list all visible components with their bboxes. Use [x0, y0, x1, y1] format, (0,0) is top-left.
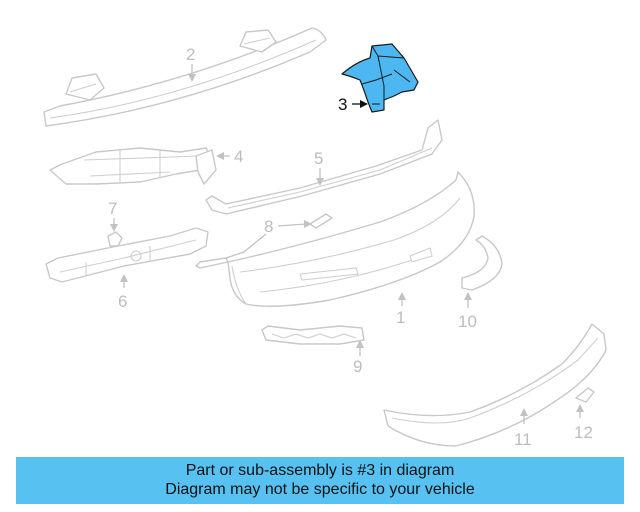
part-1-bumper-cover[interactable] — [227, 171, 475, 307]
callout-5: 5 — [314, 149, 324, 186]
parts-diagram: 2 3 4 5 7 — [43, 27, 607, 449]
part-8-rod[interactable] — [195, 213, 333, 269]
part-2-impact-bar[interactable] — [43, 27, 327, 127]
banner-line-2: Diagram may not be specific to your vehi… — [165, 481, 475, 498]
part-4-bracket[interactable] — [49, 147, 217, 185]
callout-10-label: 10 — [458, 312, 477, 331]
callout-3-label: 3 — [338, 95, 347, 114]
callout-8-label: 8 — [264, 217, 273, 236]
info-banner: Part or sub-assembly is #3 in diagram Di… — [16, 457, 624, 504]
callout-1-label: 1 — [396, 308, 405, 327]
callout-1: 1 — [396, 292, 406, 327]
callout-12: 12 — [574, 404, 593, 442]
part-12-bracket[interactable] — [575, 387, 595, 403]
callout-11-label: 11 — [514, 430, 532, 449]
part-10-molding[interactable] — [461, 235, 503, 291]
callout-6: 6 — [118, 274, 128, 311]
callout-7-label: 7 — [108, 199, 117, 218]
callout-7: 7 — [108, 199, 118, 232]
callout-9-label: 9 — [353, 357, 362, 376]
callout-12-label: 12 — [574, 423, 593, 442]
callout-4-label: 4 — [234, 147, 243, 166]
callout-11: 11 — [514, 408, 532, 449]
part-5-strip[interactable] — [205, 119, 443, 215]
part-6-absorber[interactable] — [45, 227, 209, 283]
callout-2-label: 2 — [186, 45, 195, 64]
callout-6-label: 6 — [118, 292, 127, 311]
callout-3: 3 — [338, 95, 368, 114]
callout-5-label: 5 — [314, 149, 323, 168]
callout-9: 9 — [353, 340, 364, 376]
callout-4: 4 — [216, 147, 243, 166]
callout-10: 10 — [458, 292, 477, 331]
callout-8: 8 — [225, 217, 312, 259]
part-3-bracket[interactable] — [341, 43, 419, 113]
part-9-grille[interactable] — [261, 325, 365, 345]
part-11-valance[interactable] — [383, 323, 607, 447]
banner-line-1: Part or sub-assembly is #3 in diagram — [185, 462, 455, 479]
part-7-clip[interactable] — [107, 231, 123, 247]
callout-2: 2 — [186, 45, 196, 82]
